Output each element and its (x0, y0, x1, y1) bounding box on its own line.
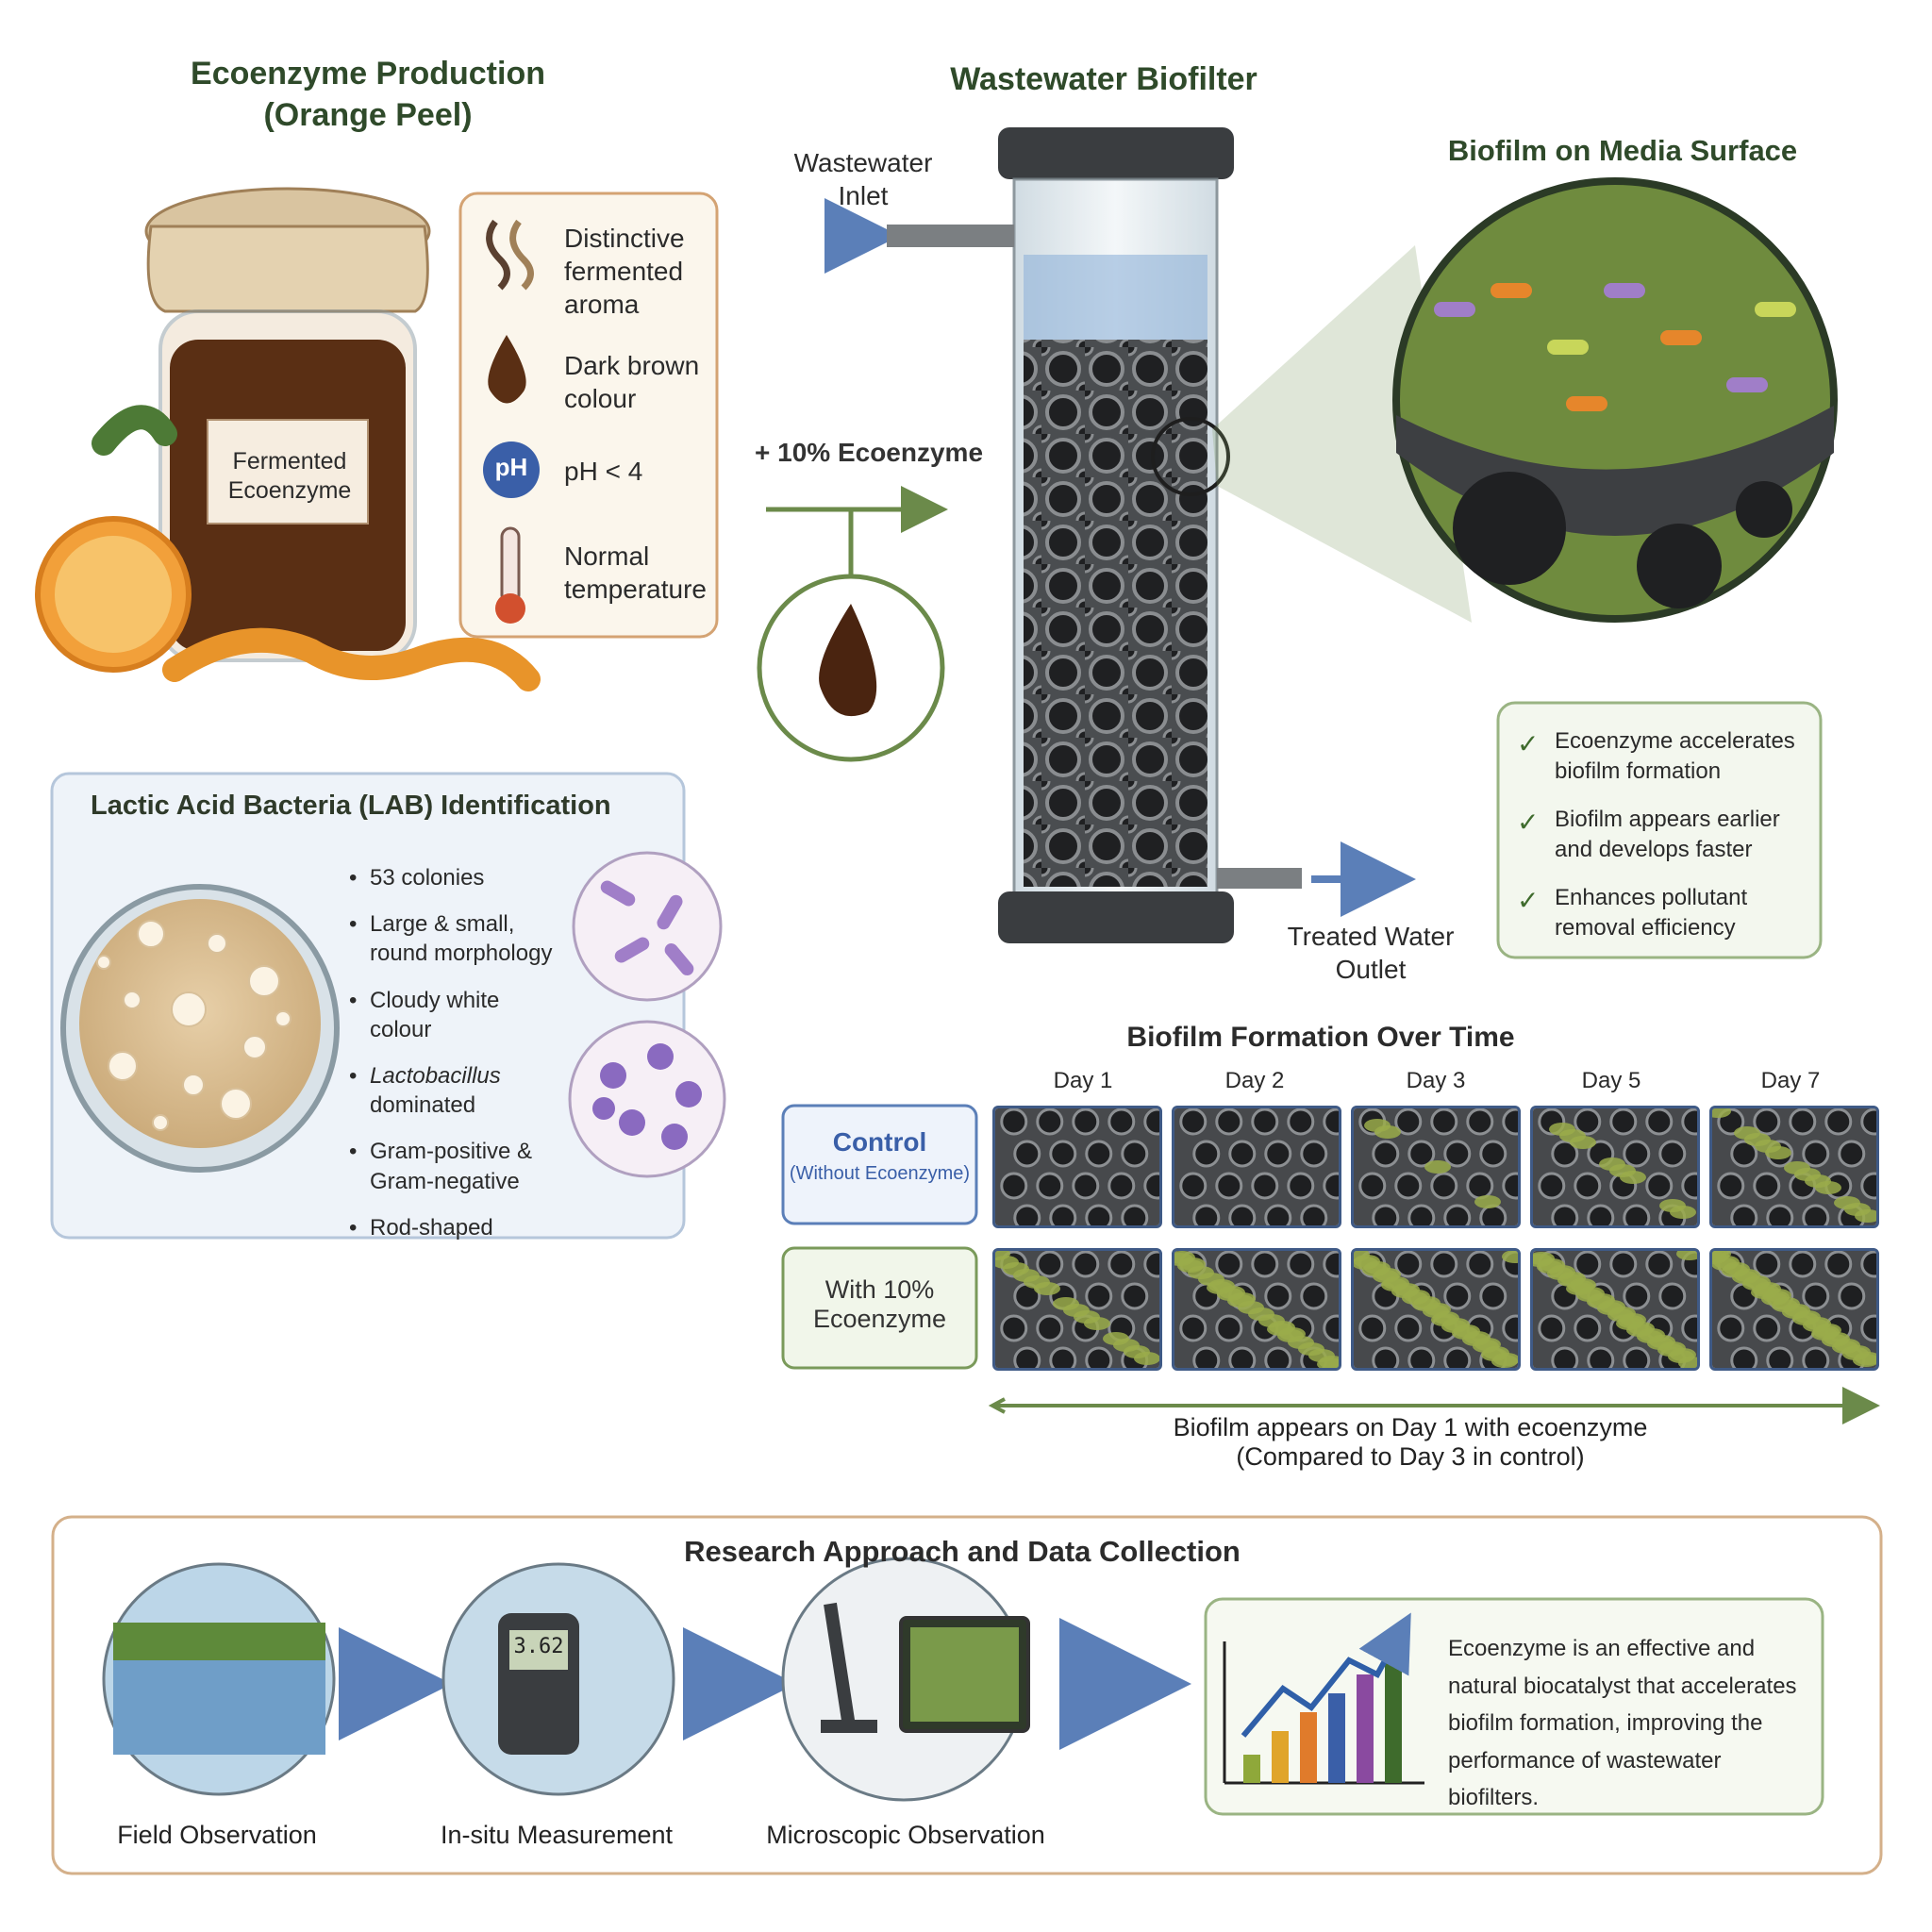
ph-icon (483, 441, 540, 498)
ph-badge: pH (494, 453, 528, 481)
prop-ph: pH < 4 (564, 457, 643, 486)
ecoenzyme-jar-illustration (35, 187, 541, 691)
inlet-label: Wastewater Inlet (793, 148, 933, 210)
biofilm-tile (1172, 1248, 1341, 1371)
thermometer-icon (500, 526, 521, 606)
biofilter-column (998, 127, 1472, 943)
day-label: Day 7 (1760, 1068, 1821, 1093)
dose-label: + 10% Ecoenzyme (755, 438, 984, 467)
chart-bar (1243, 1755, 1260, 1783)
surface-title: Biofilm on Media Surface (1447, 134, 1798, 167)
day-label: Day 5 (1581, 1068, 1641, 1093)
biofilm-tile (1709, 1106, 1879, 1228)
biofilm-tile (1530, 1106, 1700, 1228)
timeline-title: Biofilm Formation Over Time (1126, 1022, 1515, 1053)
cocci-bacteria-micrograph (568, 1020, 726, 1178)
biofilm-magnified-view (1392, 177, 1838, 623)
benefits-panel (1496, 701, 1823, 959)
rod-bacteria-micrograph (572, 851, 723, 1002)
day-label: Day 1 (1053, 1068, 1113, 1093)
growth-chart-icon (1223, 1612, 1424, 1785)
prop-temperature: Normal temperature (564, 541, 707, 604)
biofilm-tile (992, 1248, 1162, 1371)
chart-bar (1300, 1712, 1317, 1783)
meter-reading: 3.62 (513, 1635, 564, 1658)
production-title: Ecoenzyme Production (Orange Peel) (191, 56, 545, 134)
lab-trait: Cloudy white colour (349, 986, 566, 1044)
lab-title: Lactic Acid Bacteria (LAB) Identificatio… (91, 791, 611, 821)
conclusion-text: Ecoenzyme is an effective and natural bi… (1448, 1636, 1797, 1811)
prop-colour: Dark brown colour (564, 351, 700, 413)
lab-traits-list: 53 colonies Large & small,round morpholo… (349, 863, 566, 1259)
lab-trait: 53 colonies (349, 863, 566, 892)
lab-trait: Gram-positive &Gram-negative (349, 1137, 566, 1195)
timeline-note: Biofilm appears on Day 1 with ecoenzyme … (1173, 1413, 1648, 1471)
biofilter-title: Wastewater Biofilter (950, 61, 1257, 97)
step-microscope: Microscopic Observation (766, 1821, 1045, 1849)
treated-row-label: With 10% Ecoenzyme (812, 1275, 947, 1333)
jar-label: Fermented Ecoenzyme (227, 448, 352, 505)
step-field: Field Observation (117, 1821, 317, 1849)
prop-aroma: Distinctive fermented aroma (564, 224, 685, 319)
day-label: Day 3 (1406, 1068, 1466, 1093)
biofilm-tile (1351, 1248, 1521, 1371)
biofilm-tile (992, 1106, 1162, 1228)
control-row-label: Control (Without Ecoenzyme) (789, 1127, 971, 1184)
chart-bar (1385, 1641, 1402, 1783)
outlet-label: Treated Water Outlet (1287, 922, 1455, 984)
lab-trait: Rod-shaped (349, 1213, 566, 1242)
brown-drop-icon (488, 335, 526, 404)
step-insitu: In-situ Measurement (440, 1821, 674, 1849)
biofilm-tile (1709, 1248, 1879, 1371)
treated-row-label-box (781, 1246, 978, 1370)
properties-panel (458, 192, 719, 639)
lab-trait: Large & small,round morphology (349, 909, 566, 968)
biofilm-tile (1172, 1106, 1341, 1228)
biofilm-tile (1530, 1248, 1700, 1371)
chart-bar (1272, 1731, 1289, 1783)
research-title: Research Approach and Data Collection (684, 1535, 1241, 1568)
chart-bar (1328, 1693, 1345, 1783)
control-row-label-box (781, 1104, 978, 1225)
biofilm-tile (1351, 1106, 1521, 1228)
aroma-icon (486, 219, 510, 291)
chart-bar (1357, 1674, 1374, 1783)
day-label: Day 2 (1224, 1068, 1285, 1093)
